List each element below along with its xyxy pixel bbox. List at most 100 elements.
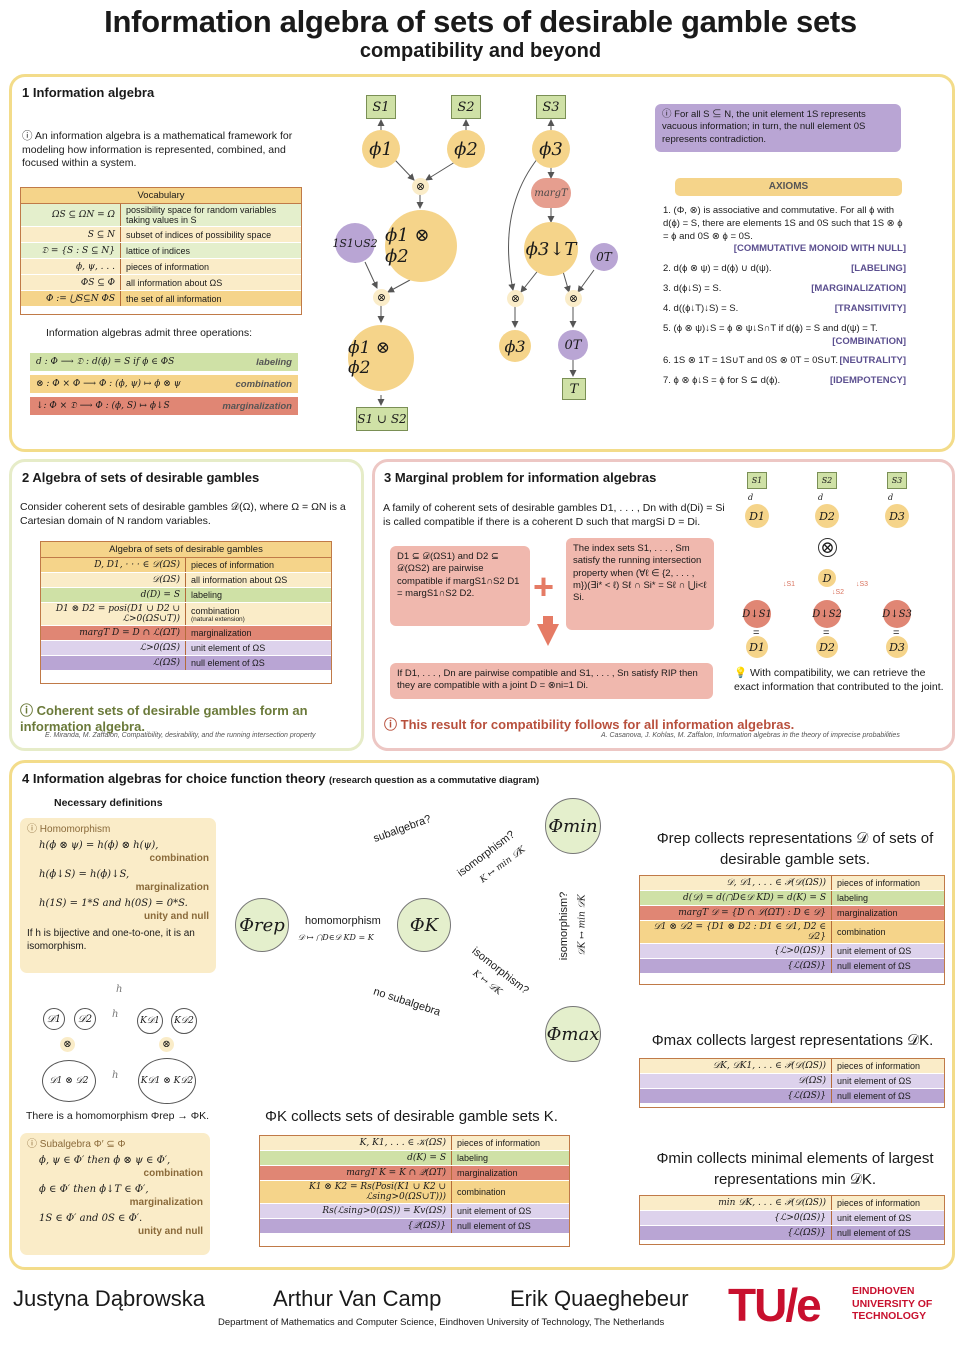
phi1-otimes-phi2-node: ϕ1 ⊗ ϕ2	[385, 210, 457, 282]
description-text: labeling	[837, 893, 869, 903]
symbol-cell: margT K = K ∩ 𝒬(ΩT)	[260, 1166, 452, 1180]
section-2-title: 2 Algebra of sets of desirable gambles	[22, 470, 260, 485]
phi-rep-node: Φrep	[235, 898, 289, 952]
definition-tag: combination	[143, 1168, 203, 1179]
symbol-cell: Φ := ⋃S⊆N ΦS	[21, 291, 121, 306]
phi3-node: ϕ3	[532, 130, 570, 168]
description-note: (natural extension)	[191, 615, 245, 623]
section-3-title: 3 Marginal problem for information algeb…	[384, 470, 657, 485]
otimes-node-4: ⊗	[565, 290, 582, 307]
otimes-node: ⊗	[412, 178, 429, 195]
axiom-text: 1. (Φ, ⊗) is associative and commutative…	[663, 205, 903, 242]
phi3-result-node: ϕ3	[499, 330, 531, 362]
eq-2: =	[823, 627, 830, 639]
d1-small-node: 𝒟1	[43, 1008, 65, 1030]
joint-d-node: D	[818, 569, 836, 587]
phi-min-title: Φmin collects minimal elements of larges…	[656, 1150, 934, 1188]
vocabulary-title: Vocabulary	[21, 188, 301, 204]
axiom-text: 4. d((ϕ↓T)↓S) = S.	[663, 302, 739, 314]
symbol-cell: {𝒬(ΩS)}	[260, 1219, 452, 1233]
definition-formula: h(ϕ↓S) = h(ϕ)↓S,	[39, 869, 130, 880]
operation-name: combination	[235, 378, 292, 390]
author-3: Erik Quaeghebeur	[510, 1286, 689, 1311]
table-row: {ℒ>0(ΩS)}unit element of ΩS	[640, 944, 944, 959]
marg-label-2: ↓S2	[832, 589, 845, 596]
pairwise-compatible-box: D1 ⊆ 𝒟(ΩS1) and D2 ⊆ 𝒟(ΩS2) are pairwise…	[390, 546, 530, 626]
table-row: 𝒟1 ⊗ 𝒟2 = {D1 ⊗ D2 : D1 ∈ 𝒟1, D2 ∈ 𝒟2}co…	[640, 921, 944, 944]
isomorphism-map-2: 𝒟K ↦ min 𝒟K	[577, 894, 588, 956]
eq-1: =	[753, 627, 760, 639]
result-box: If D1, . . . , Dn are pairwise compatibl…	[390, 663, 713, 699]
section-3-citation: A. Casanova, J. Kohlas, M. Zaffalon, Inf…	[601, 732, 900, 739]
table-row: D, D1, · · · ∈ 𝒟(ΩS)pieces of informatio…	[41, 558, 331, 573]
table-row: margT K = K ∩ 𝒬(ΩT)marginalization	[260, 1166, 569, 1181]
description-cell: null element of ΩS	[832, 1226, 944, 1240]
definition-line: ϕ ∈ Φ′ then ϕ↓T ∈ Φ′,marginalization	[27, 1183, 203, 1209]
gambles-table: Algebra of sets of desirable gambles D, …	[40, 541, 332, 684]
description-text: null element of ΩS	[837, 1091, 911, 1101]
necessary-definitions: Necessary definitions	[54, 797, 163, 809]
marg-label-3: ↓S3	[856, 581, 869, 588]
phi-k-table: K, K1, . . . ∈ 𝒦(ΩS)pieces of informatio…	[259, 1135, 570, 1247]
description-text: combination	[837, 927, 886, 937]
description-cell: pieces of information	[832, 1059, 944, 1073]
union-node: S1 ∪ S2	[356, 407, 408, 431]
k1-small-node: K𝒟1	[137, 1008, 163, 1034]
ops-intro: Information algebras admit three operati…	[46, 327, 253, 339]
symbol-cell: min 𝒟K, . . . ∈ 𝒫(𝒟(ΩS))	[640, 1196, 832, 1210]
description-cell: unit element of ΩS	[832, 1074, 944, 1088]
description-text: unit element of ΩS	[837, 946, 912, 956]
author-1: Justyna Dąbrowska	[13, 1286, 205, 1311]
author-2: Arthur Van Camp	[273, 1286, 442, 1311]
description-cell: labeling	[832, 891, 944, 905]
table-row: {ℒ(ΩS)}null element of ΩS	[640, 959, 944, 974]
d-marg-s2-node: D↓S2	[812, 600, 842, 628]
symbol-cell: {ℒ(ΩS)}	[640, 1089, 832, 1103]
t-node: T	[562, 378, 586, 400]
symbol-cell: 𝒟(ΩS)	[41, 573, 186, 587]
dd-small-node: 𝒟1 ⊗ 𝒟2	[42, 1060, 96, 1102]
s3-s1-node: S1	[747, 472, 767, 489]
otimes-node-3: ⊗	[507, 290, 524, 307]
description-cell: labeling	[452, 1151, 569, 1165]
table-row: K1 ⊗ K2 = Rs(Posi(K1 ∪ K2 ∪ ℒsing>0(ΩS∪T…	[260, 1181, 569, 1204]
symbol-cell: ΦS ⊆ Φ	[21, 275, 121, 290]
symbol-cell: K1 ⊗ K2 = Rs(Posi(K1 ∪ K2 ∪ ℒsing>0(ΩS∪T…	[260, 1181, 452, 1203]
operation-name: marginalization	[222, 400, 292, 412]
definition-formula: 1S ∈ Φ′ and 0S ∈ Φ′.	[39, 1213, 143, 1224]
axiom-tag: [IDEMPOTENCY]	[830, 375, 906, 387]
axiom-4: 4. d((ϕ↓T)↓S) = S. [TRANSITIVITY]	[663, 303, 906, 316]
operation-name: labeling	[256, 356, 292, 368]
axiom-5: 5. (ϕ ⊗ ψ)↓S = ϕ ⊗ ψ↓S∩T if d(ϕ) = S and…	[663, 323, 906, 349]
section-2-conclusion: ⓘ Coherent sets of desirable gambles for…	[20, 703, 308, 734]
unit-node: 1S1∪S2	[332, 223, 378, 263]
phi3-marg-node: ϕ3↓T	[524, 222, 578, 276]
table-row: D1 ⊗ D2 = posi(D1 ∪ D2 ∪ ℒ>0(ΩS∪T))combi…	[41, 603, 331, 626]
table-row: min 𝒟K, . . . ∈ 𝒫(𝒟(ΩS))pieces of inform…	[640, 1196, 944, 1211]
description-cell: all information about ΩS	[121, 275, 301, 290]
rip-box: The index sets S1, . . . , Sm satisfy th…	[566, 538, 714, 630]
symbol-cell: 𝒟, 𝒟1, . . . ∈ 𝒫(𝒟(ΩS))	[640, 876, 832, 890]
symbol-cell: D, D1, · · · ∈ 𝒟(ΩS)	[41, 558, 186, 572]
description-cell: null element of ΩS	[832, 1089, 944, 1103]
description-cell: combination(natural extension)	[186, 603, 331, 625]
axiom-tag: [NEUTRALITY]	[839, 355, 907, 367]
phi1-otimes-phi2-result: ϕ1 ⊗ ϕ2	[348, 325, 414, 391]
phi-k-title: ΦK collects sets of desirable gamble set…	[265, 1108, 558, 1125]
department: Department of Mathematics and Computer S…	[218, 1317, 665, 1328]
table-row: {𝒬(ΩS)}null element of ΩS	[260, 1219, 569, 1234]
description-cell: unit element of ΩS	[832, 1211, 944, 1225]
homomorphism-label: homomorphism	[305, 915, 381, 927]
description-cell: labeling	[186, 588, 331, 602]
s2-node: S2	[451, 95, 481, 119]
table-row: Rs(ℒsing>0(ΩS)) = Kv(ΩS)unit element of …	[260, 1204, 569, 1219]
phi-rep-table: 𝒟, 𝒟1, . . . ∈ 𝒫(𝒟(ΩS))pieces of informa…	[639, 875, 945, 985]
description-cell: null element of ΩS	[832, 959, 944, 973]
axiom-tag: [TRANSITIVITY]	[834, 302, 906, 314]
axiom-7: 7. ϕ ⊗ ϕ↓S = ϕ for S ⊆ d(ϕ). [IDEMPOTENC…	[663, 375, 906, 388]
